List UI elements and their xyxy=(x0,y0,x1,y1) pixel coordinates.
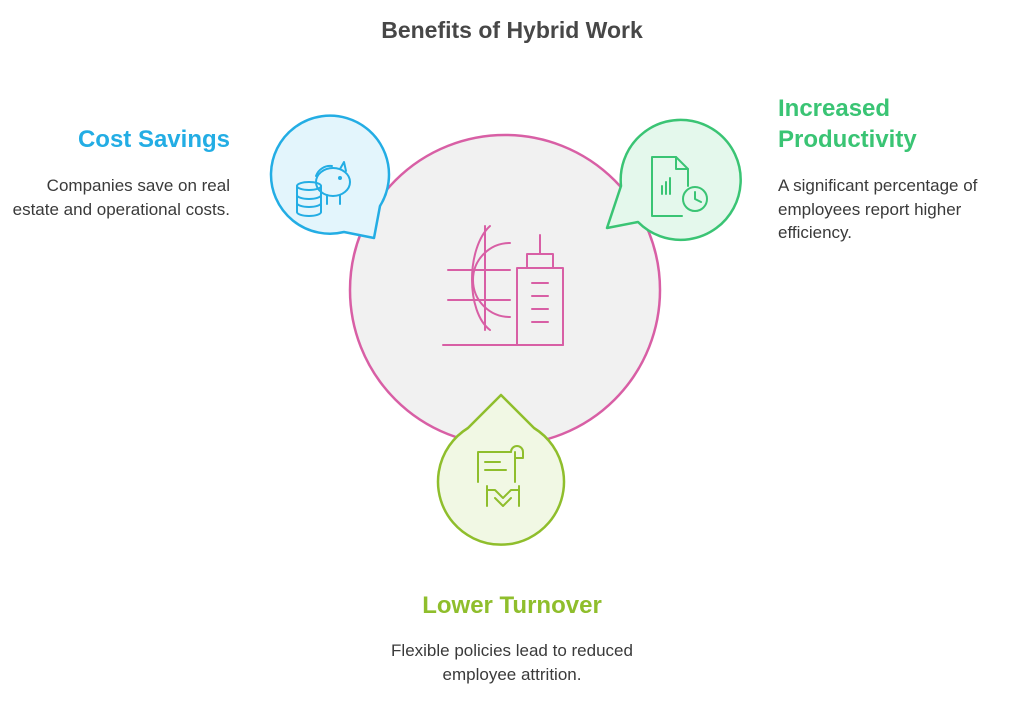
turnover-title: Lower Turnover xyxy=(422,592,602,619)
piggy-bank-coins-icon xyxy=(296,161,351,217)
productivity-title: Increased Productivity xyxy=(778,95,917,153)
diagram-title: Benefits of Hybrid Work xyxy=(381,17,643,43)
cost-savings-description: Companies save on real estate and operat… xyxy=(12,176,230,219)
turnover-description: Flexible policies lead to reduced employ… xyxy=(391,641,633,684)
report-clock-icon xyxy=(651,156,708,217)
productivity-description: A significant percentage of employees re… xyxy=(778,176,978,242)
contract-handshake-icon xyxy=(477,445,524,507)
cost-savings-title: Cost Savings xyxy=(77,126,230,153)
globe-building-icon xyxy=(442,225,564,346)
cost-savings-drop xyxy=(269,114,391,240)
productivity-drop xyxy=(605,118,742,242)
